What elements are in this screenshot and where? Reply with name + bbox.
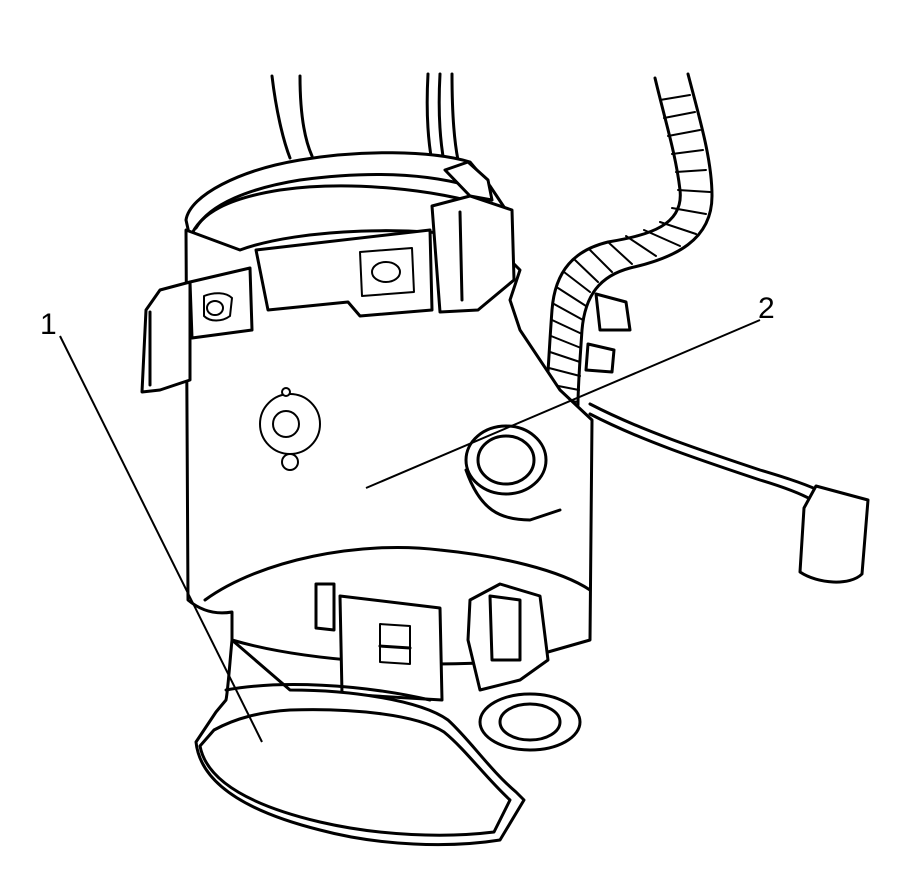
corrugated-wiring-conduit xyxy=(543,72,714,412)
callout-1-leader xyxy=(59,335,263,743)
upper-fuel-lines xyxy=(270,72,460,164)
lower-lock-tabs xyxy=(203,545,592,752)
callout-1-label: 1 xyxy=(40,308,57,341)
callout-2-leader xyxy=(365,319,761,489)
callout-2: 2 xyxy=(365,292,775,489)
fuel-strainer xyxy=(194,638,526,847)
callout-1: 1 xyxy=(40,308,263,743)
callout-2-label: 2 xyxy=(758,292,775,325)
fuel-pump-body xyxy=(140,194,870,666)
